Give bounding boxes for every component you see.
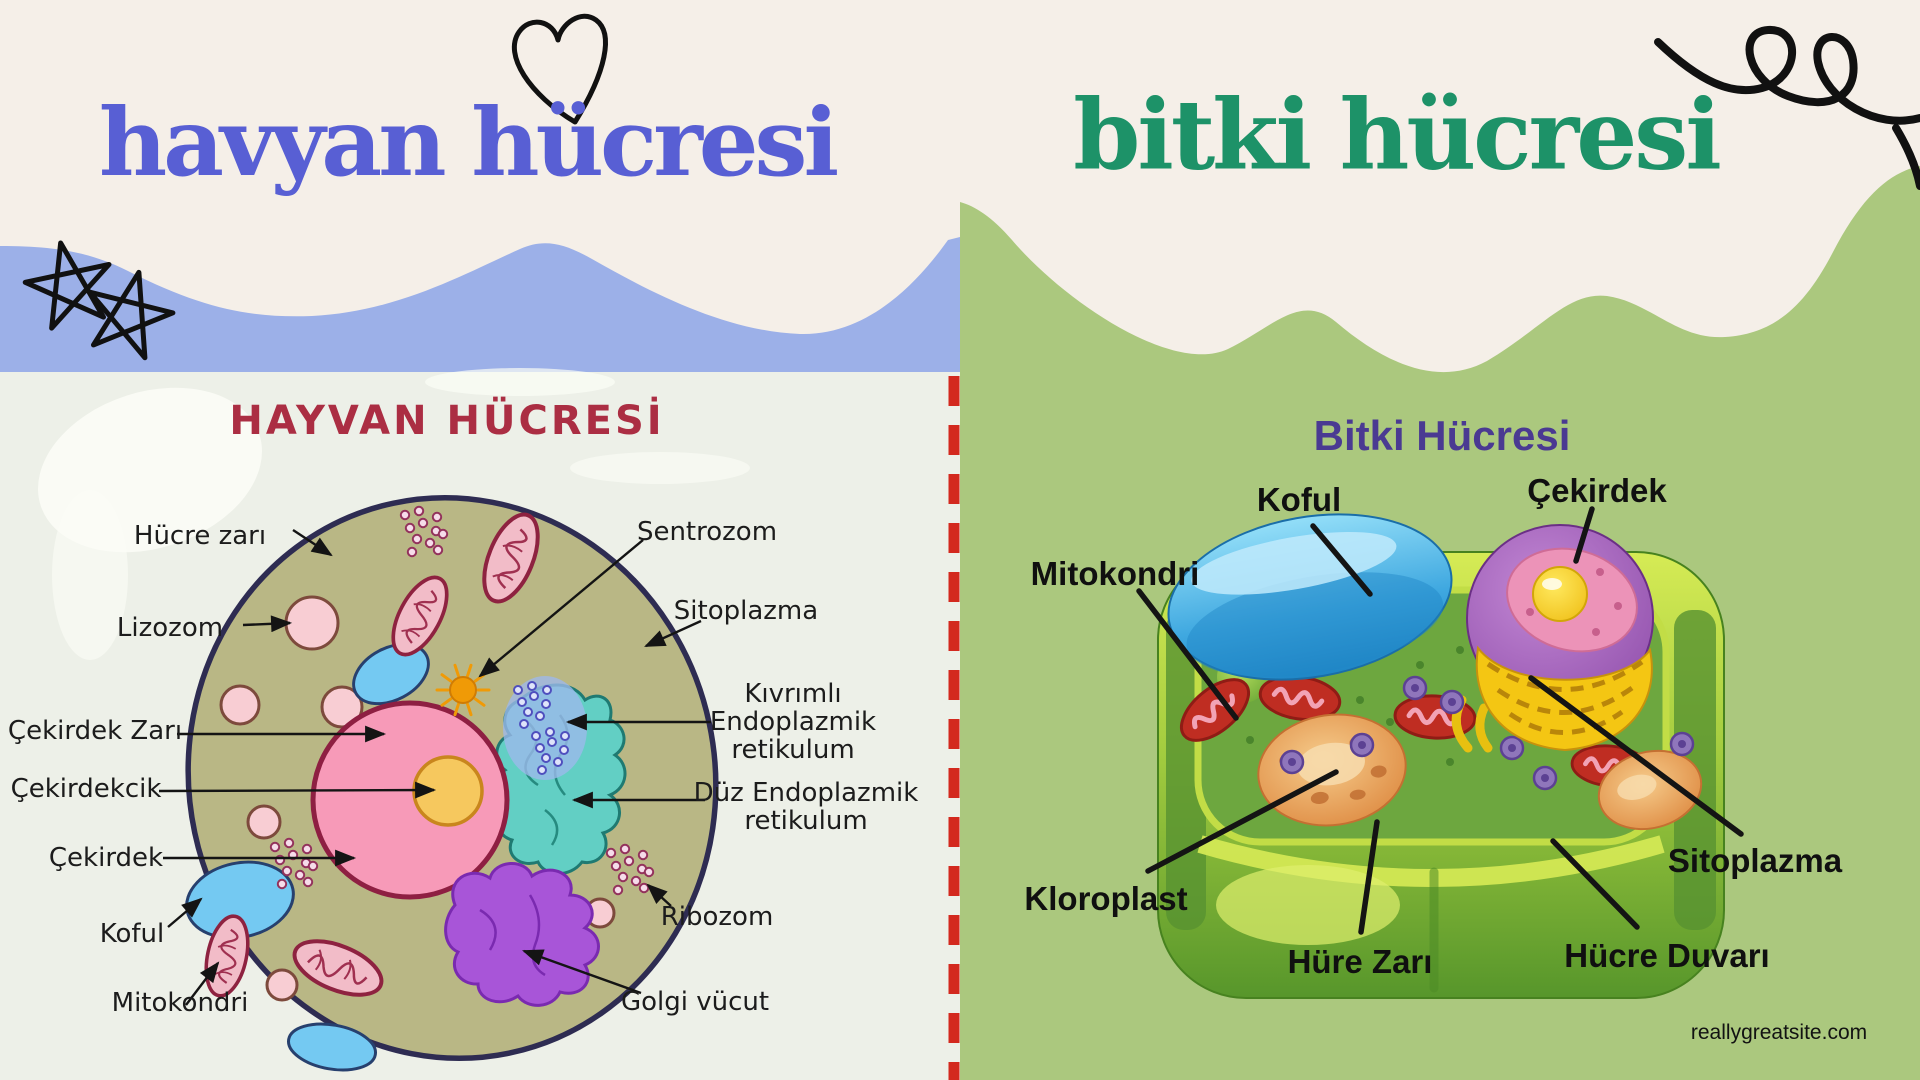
label-plant-cekirdek: Çekirdek — [1527, 472, 1667, 509]
right-panel-title: bitki hücresi — [1073, 78, 1722, 192]
plant-nucleolus-shape — [1532, 566, 1588, 622]
blue-wave-band — [0, 237, 960, 372]
label-plant-sitoplazma: Sitoplazma — [1667, 842, 1843, 879]
plant-diagram-heading: Bitki Hücresi — [1313, 412, 1571, 459]
plant-vacuole-shape — [1167, 513, 1453, 681]
label-plant-hucre-duvari: Hücre Duvarı — [1564, 937, 1770, 974]
label-cekirdek-zari: Çekirdek Zarı — [7, 716, 183, 746]
label-kivrimli-er: Kıvrımlı Endoplazmik retikulum — [709, 678, 877, 766]
label-plant-kloroplast: Kloroplast — [1024, 880, 1188, 917]
plant-nucleus-shape — [1466, 524, 1654, 712]
endoplasmic-reticulum-shape — [492, 676, 627, 876]
centrosome-shape — [435, 663, 491, 717]
label-cekirdek: Çekirdek — [48, 843, 164, 873]
label-lizozom: Lizozom — [116, 613, 224, 643]
label-koful: Koful — [99, 919, 165, 949]
plant-cell-illustration — [1157, 513, 1725, 999]
label-mitokondri: Mitokondri — [111, 988, 249, 1018]
watermark-text: reallygreatsite.com — [1690, 1021, 1868, 1044]
label-sitoplazma: Sitoplazma — [673, 596, 819, 626]
label-sentrozom: Sentrozom — [636, 517, 778, 547]
cream-cloud — [960, 0, 1920, 373]
animal-leader-arrows — [158, 528, 711, 1006]
label-plant-koful: Koful — [1256, 481, 1342, 518]
label-duz-er: Düz Endoplazmik retikulum — [693, 777, 919, 836]
label-cekirdekcik: Çekirdekcik — [10, 774, 162, 804]
golgi-body-shape — [444, 862, 600, 1007]
scribble-doodle-icon — [1654, 26, 1920, 190]
label-plant-mitokondri: Mitokondri — [1030, 555, 1200, 592]
star-doodle-icon — [22, 240, 176, 361]
left-panel-title: havyan hücresi — [98, 88, 839, 198]
label-plant-hure-zari: Hüre Zarı — [1287, 943, 1433, 980]
animal-cell-illustration — [185, 495, 719, 1072]
plant-golgi-shape — [1475, 645, 1653, 752]
label-golgi-vucut: Golgi vücut — [620, 987, 770, 1017]
animal-diagram-heading: HAYVAN HÜCRESİ — [229, 398, 665, 444]
white-smudges — [38, 368, 750, 660]
plant-leader-lines — [1136, 506, 1744, 935]
label-hucre-zari: Hücre zarı — [133, 521, 267, 551]
orange-organelle-shape — [1597, 749, 1703, 831]
vacuole-shapes — [185, 642, 430, 1072]
label-ribozom: Ribozom — [660, 902, 774, 932]
nucleus-shape — [310, 700, 510, 900]
heart-doodle-icon — [511, 13, 608, 125]
